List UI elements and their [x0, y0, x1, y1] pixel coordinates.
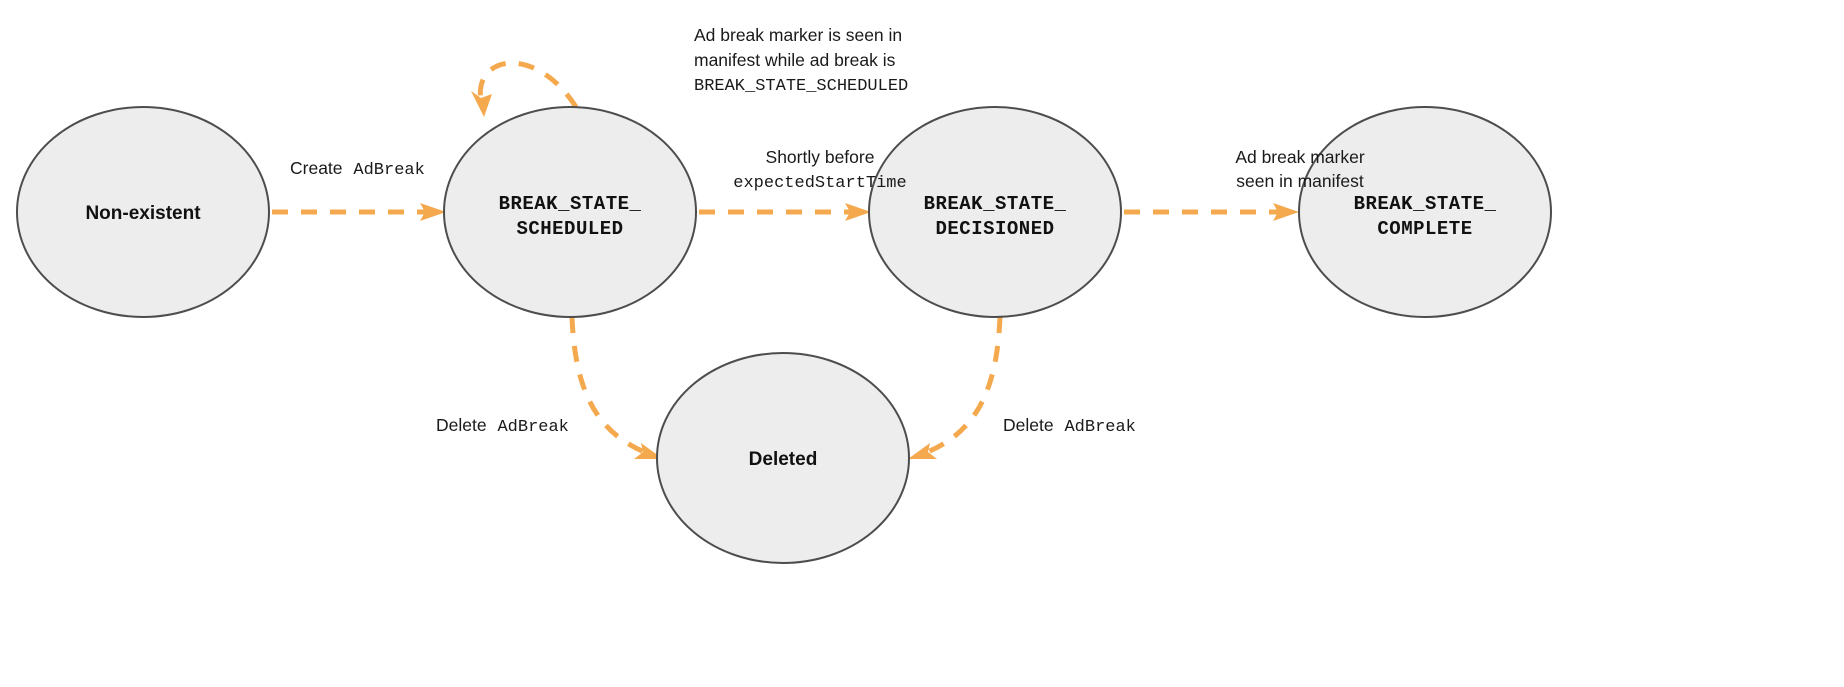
- node-break-state-scheduled-label-line2: SCHEDULED: [516, 218, 623, 240]
- edge-label-decisioned-to-complete: Ad break marker seen in manifest: [1235, 147, 1365, 191]
- svg-text:Delete AdBreak: Delete AdBreak: [1003, 415, 1136, 437]
- edge-label-scheduled-to-decisioned: Shortly before expectedStartTime: [733, 147, 906, 193]
- edge-label-create-word: Create: [290, 158, 343, 178]
- edge-label-shortly-line2: expectedStartTime: [733, 174, 906, 193]
- edge-create-adbreak: [272, 203, 446, 221]
- node-break-state-decisioned[interactable]: BREAK_STATE_ DECISIONED: [868, 106, 1122, 318]
- edge-label-loop-line3: BREAK_STATE_SCHEDULED: [694, 77, 908, 96]
- edge-create-adbreak-arrowhead: [420, 203, 446, 221]
- svg-text:Create AdBreak: Create AdBreak: [290, 158, 425, 180]
- edge-scheduled-to-deleted: [569, 316, 663, 459]
- edge-decisioned-to-complete-arrowhead: [1273, 203, 1299, 221]
- node-break-state-complete[interactable]: BREAK_STATE_ COMPLETE: [1298, 106, 1552, 318]
- edge-label-create-type: AdBreak: [353, 161, 424, 180]
- node-break-state-complete-label-line2: COMPLETE: [1377, 218, 1472, 240]
- node-deleted[interactable]: Deleted: [656, 352, 910, 564]
- edge-scheduled-self-loop-path: [477, 60, 579, 109]
- edge-label-create-adbreak: Create AdBreak: [290, 158, 425, 180]
- node-break-state-decisioned-label-line1: BREAK_STATE_: [924, 193, 1067, 215]
- edge-label-scheduled-to-deleted: Delete AdBreak: [436, 415, 569, 437]
- edge-scheduled-to-decisioned: [699, 203, 871, 221]
- edge-label-loop-line2: manifest while ad break is: [694, 50, 896, 70]
- edge-label-loop-line1: Ad break marker is seen in: [694, 25, 902, 45]
- node-deleted-shape[interactable]: [656, 352, 910, 564]
- node-non-existent-label: Non-existent: [85, 203, 201, 224]
- edge-label-delete-left-type: AdBreak: [497, 418, 568, 437]
- edge-scheduled-to-deleted-path: [569, 316, 648, 456]
- node-break-state-decisioned-label-line2: DECISIONED: [935, 218, 1054, 240]
- edge-label-scheduled-self-loop: Ad break marker is seen in manifest whil…: [694, 25, 908, 96]
- node-non-existent-shape[interactable]: [16, 106, 270, 318]
- edge-label-shortly-line1: Shortly before: [766, 147, 875, 167]
- edge-scheduled-self-loop: [471, 60, 579, 117]
- edge-scheduled-self-loop-arrowhead: [471, 91, 492, 117]
- edge-decisioned-to-complete: [1124, 203, 1299, 221]
- edge-label-delete-right-type: AdBreak: [1064, 418, 1135, 437]
- node-break-state-decisioned-shape[interactable]: [868, 106, 1122, 318]
- edge-scheduled-to-deleted-arrowhead: [634, 443, 663, 459]
- edge-decisioned-to-deleted-arrowhead: [908, 443, 937, 459]
- node-deleted-label: Deleted: [749, 449, 818, 470]
- edge-scheduled-to-decisioned-arrowhead: [845, 203, 871, 221]
- edge-label-decisioned-to-deleted: Delete AdBreak: [1003, 415, 1136, 437]
- node-break-state-complete-shape[interactable]: [1298, 106, 1552, 318]
- edge-decisioned-to-deleted: [908, 316, 1003, 459]
- node-non-existent[interactable]: Non-existent: [16, 106, 270, 318]
- node-break-state-scheduled-shape[interactable]: [443, 106, 697, 318]
- edge-label-delete-right-word: Delete: [1003, 415, 1054, 435]
- edge-label-marker-line2: seen in manifest: [1236, 171, 1364, 191]
- edge-label-marker-line1: Ad break marker: [1235, 147, 1365, 167]
- node-break-state-scheduled[interactable]: BREAK_STATE_ SCHEDULED: [443, 106, 697, 318]
- svg-text:Delete AdBreak: Delete AdBreak: [436, 415, 569, 437]
- edge-label-delete-left-word: Delete: [436, 415, 487, 435]
- edge-decisioned-to-deleted-path: [924, 316, 1003, 456]
- node-break-state-scheduled-label-line1: BREAK_STATE_: [499, 193, 642, 215]
- node-break-state-complete-label-line1: BREAK_STATE_: [1354, 193, 1497, 215]
